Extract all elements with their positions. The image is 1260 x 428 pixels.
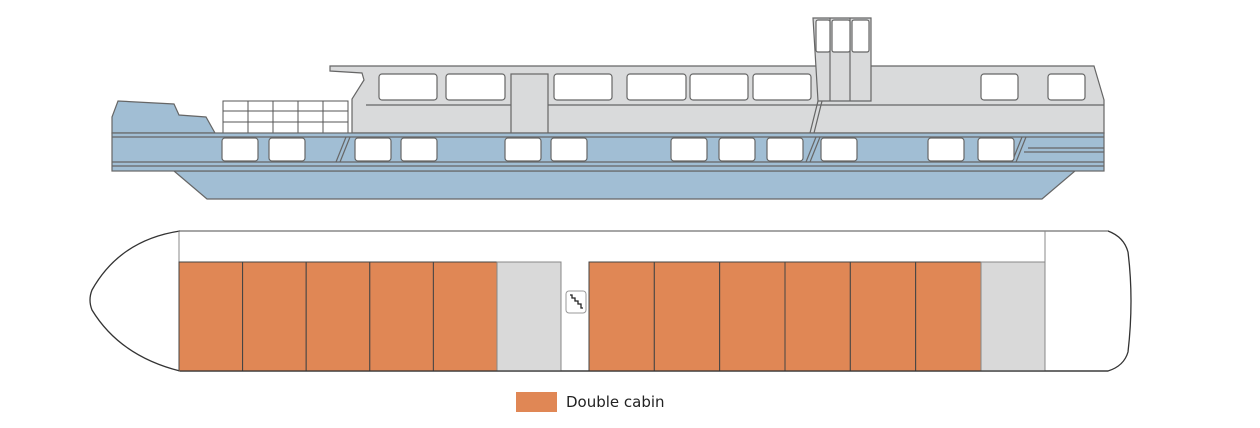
porthole-window	[718, 137, 756, 162]
window	[689, 73, 749, 101]
porthole-window	[670, 137, 708, 162]
porthole-window	[766, 137, 804, 162]
window	[553, 73, 613, 101]
legend: Double cabin	[516, 392, 665, 412]
ship-side-view	[111, 17, 1105, 200]
service-area	[980, 261, 1046, 372]
railing	[222, 100, 349, 134]
double-cabin[interactable]	[719, 261, 786, 372]
window	[752, 73, 812, 101]
porthole-window	[550, 137, 588, 162]
window	[626, 73, 687, 101]
legend-label-double-cabin: Double cabin	[566, 393, 665, 411]
window	[445, 73, 506, 101]
porthole-window	[504, 137, 542, 162]
porthole-window	[268, 137, 306, 162]
stairs-icon	[565, 290, 587, 314]
porthole-window	[927, 137, 965, 162]
double-cabin[interactable]	[305, 261, 371, 372]
double-cabin[interactable]	[784, 261, 851, 372]
porthole-window	[977, 137, 1015, 162]
porthole-window	[400, 137, 438, 162]
double-cabin[interactable]	[178, 261, 244, 372]
porthole-window	[221, 137, 259, 162]
double-cabin[interactable]	[588, 261, 655, 372]
porthole-window	[820, 137, 858, 162]
double-cabin[interactable]	[849, 261, 917, 372]
double-cabin[interactable]	[369, 261, 434, 372]
double-cabin[interactable]	[915, 261, 982, 372]
deck-plan	[89, 230, 1132, 372]
hull-lower	[172, 170, 1077, 200]
double-cabin[interactable]	[653, 261, 721, 372]
window	[980, 73, 1019, 101]
window	[1047, 73, 1086, 101]
double-cabin[interactable]	[242, 261, 307, 372]
service-area	[496, 261, 562, 372]
double-cabin[interactable]	[432, 261, 498, 372]
door	[510, 73, 549, 134]
bow-top	[111, 100, 217, 134]
legend-swatch-double-cabin	[516, 392, 557, 412]
porthole-window	[354, 137, 392, 162]
window	[378, 73, 438, 101]
